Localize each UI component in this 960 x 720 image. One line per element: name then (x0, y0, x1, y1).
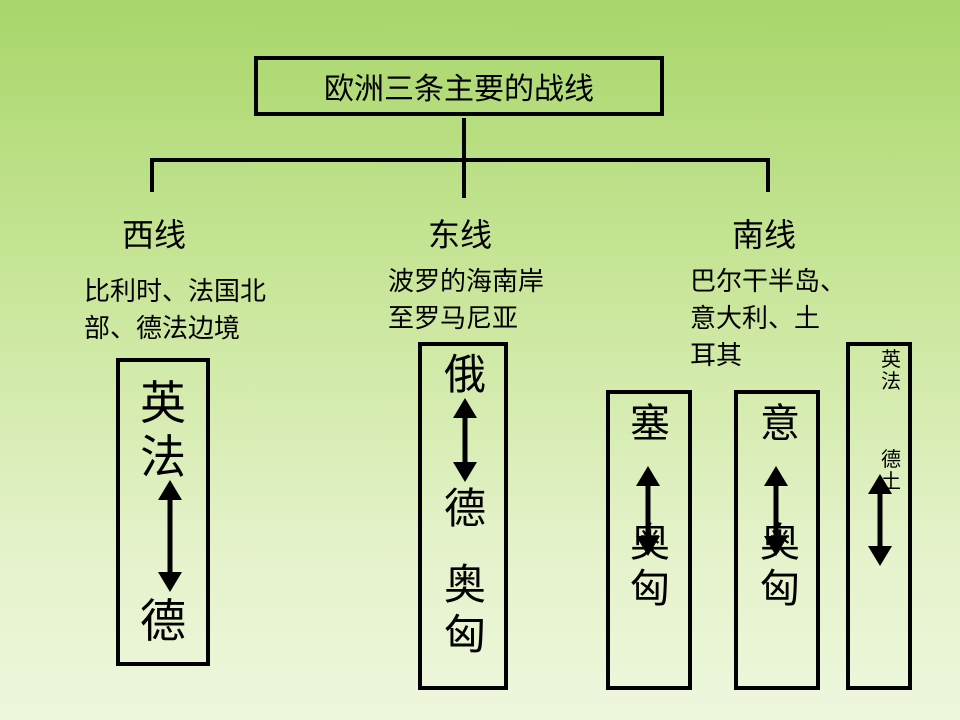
east-region-line-2: 至罗马尼亚 (388, 304, 519, 334)
south-box3-double-arrow (868, 474, 892, 566)
south-box-1-bottom: 奥匈 (630, 520, 670, 612)
east-allies-text: 俄 (443, 350, 486, 399)
south-box-3-bottom: 德土 (881, 447, 901, 493)
west-belligerents-box (116, 358, 210, 666)
west-region: 比利时、法国北 部、德法边境 (84, 274, 266, 348)
east-central-text-2: 奥匈 (443, 560, 486, 659)
east-belligerents-box (418, 342, 508, 690)
south-region-line-3: 耳其 (690, 341, 743, 371)
east-region: 波罗的海南岸 至罗马尼亚 (388, 264, 544, 338)
south-box-1-top: 塞 (630, 401, 670, 447)
south-box1-double-arrow (636, 466, 660, 556)
west-allies-text: 英法 (140, 376, 186, 484)
south-region: 巴尔干半岛、 意大利、土 耳其 (690, 264, 846, 375)
diagram-title: 欧洲三条主要的战线 (254, 56, 664, 116)
south-box-3-top: 英法 (881, 347, 901, 393)
south-region-line-1: 巴尔干半岛、 (690, 267, 847, 297)
west-double-arrow (158, 480, 182, 592)
south-front-label: 南线 (732, 216, 797, 254)
east-double-arrow (453, 398, 477, 482)
west-central-text: 德 (140, 594, 186, 648)
east-region-line-1: 波罗的海南岸 (388, 267, 545, 297)
south-box-2-bottom: 奥匈 (760, 520, 800, 612)
west-front-label: 西线 (122, 216, 187, 254)
south-box-2 (734, 390, 820, 690)
west-region-line-2: 部、德法边境 (84, 314, 241, 344)
south-region-line-2: 意大利、土 (690, 304, 821, 334)
east-front-label: 东线 (428, 216, 493, 254)
east-central-text-1: 德 (443, 484, 486, 533)
south-box-2-top: 意 (760, 401, 800, 447)
south-box2-double-arrow (764, 466, 788, 556)
south-box-1 (606, 390, 692, 690)
south-box-3 (846, 342, 912, 690)
west-region-line-1: 比利时、法国北 (84, 277, 267, 307)
